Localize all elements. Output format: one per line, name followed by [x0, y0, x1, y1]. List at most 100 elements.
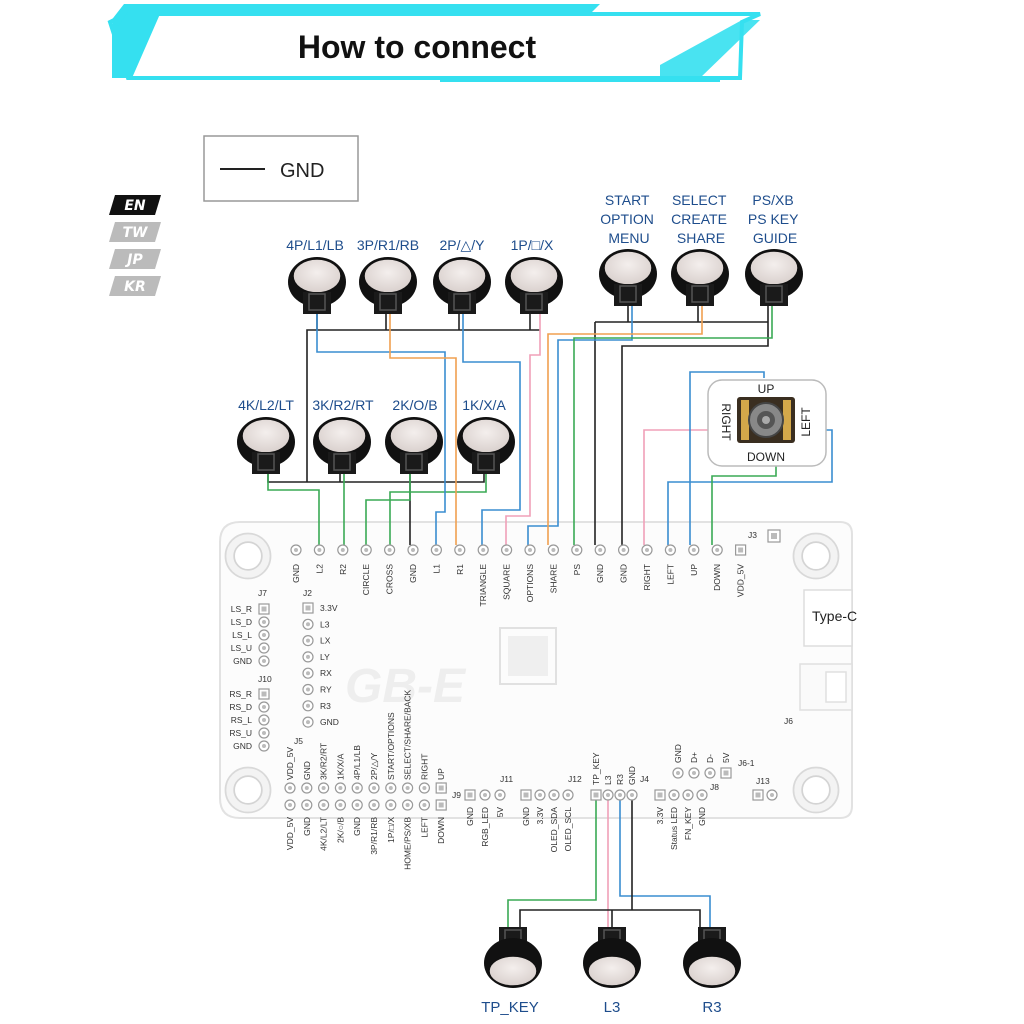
- pin-hole: [467, 792, 473, 798]
- pin-hole: [261, 691, 267, 697]
- pin-label: OLED_SDA: [549, 807, 559, 853]
- pin-label: GND: [465, 807, 475, 826]
- pin-label: 3.3V: [535, 807, 545, 825]
- pin-label: GND: [408, 564, 418, 583]
- pin-hole: [262, 620, 266, 624]
- language-tab-en[interactable]: EN: [109, 195, 161, 215]
- button-tp-key: TP_KEY: [481, 926, 543, 1016]
- svg-text:JP: JP: [124, 252, 143, 268]
- pin-label: CROSS: [385, 564, 395, 595]
- legend-label: GND: [280, 160, 324, 182]
- pin-hole: [715, 548, 720, 552]
- button-label: 4K/L2/LT: [238, 397, 294, 413]
- wire-cross: [389, 470, 487, 545]
- j3-connector: J3: [748, 529, 781, 543]
- pin-hole: [438, 785, 444, 791]
- pin-hole: [481, 548, 486, 552]
- pin-label: GND: [302, 817, 312, 836]
- button-2p-triangle-y: 2P/△/Y: [432, 237, 492, 315]
- wire-share: [547, 300, 703, 545]
- pin-label: UP: [689, 564, 699, 576]
- pin-label: DOWN: [712, 564, 722, 591]
- svg-text:J3: J3: [748, 530, 757, 540]
- pin-hole: [306, 720, 310, 725]
- button-l3: L3: [582, 926, 642, 1016]
- pin-hole: [306, 622, 310, 627]
- bottom-row-buttons: 4K/L2/LT 3K/R2/RT 2K/O/B 1K/X/A: [236, 397, 516, 475]
- pin-hole: [262, 705, 266, 709]
- pin-hole: [306, 671, 310, 676]
- pin-hole: [422, 803, 427, 807]
- joystick-right-label: RIGHT: [719, 403, 733, 441]
- svg-text:START OPTION M: START OPTION MENU: [600, 192, 658, 246]
- pin-label: LX: [320, 636, 331, 646]
- pin-hole: [294, 548, 298, 552]
- pin-label: FN_KEY: [683, 807, 693, 840]
- language-tab-jp[interactable]: JP: [109, 249, 161, 269]
- pin-label: LY: [320, 652, 330, 662]
- pin-hole: [618, 793, 622, 797]
- language-tab-kr[interactable]: KR: [109, 276, 161, 296]
- pin-label: HOME/PS/XB: [403, 817, 413, 870]
- pin-label: LS_L: [232, 630, 252, 640]
- pin-hole: [434, 548, 439, 552]
- pin-label: OPTIONS: [525, 564, 535, 603]
- button-r3: R3: [682, 926, 742, 1016]
- pin-hole: [388, 786, 393, 790]
- button-label: 3K/R2/RT: [312, 397, 374, 413]
- pin-label: L3: [320, 619, 330, 629]
- pin-label: LEFT: [665, 564, 675, 585]
- pin-label: START/OPTIONS: [386, 712, 396, 780]
- button-ps-xb-guide: PS/XB PS KEY GUIDE: [744, 192, 804, 307]
- pin-hole: [364, 548, 369, 552]
- wire-triangle: [462, 310, 521, 545]
- wire-r3: [619, 794, 711, 930]
- button-label: TP_KEY: [481, 999, 539, 1016]
- pin-hole: [504, 548, 509, 552]
- pin-hole: [593, 792, 599, 798]
- pin-label: GND: [352, 817, 362, 836]
- pin-label: LEFT: [419, 817, 429, 838]
- pin-label: GND: [320, 717, 339, 727]
- pin-label: R2: [338, 564, 348, 575]
- connector-label: J11: [500, 774, 513, 784]
- pin-label: 3K/R2/RT: [319, 743, 329, 780]
- top-row-buttons: 4P/L1/LB 3P/R1/RB 2P/△/Y 1P/□/X: [286, 237, 564, 315]
- header-banner: How to connect: [107, 4, 761, 82]
- svg-text:EN: EN: [124, 198, 146, 214]
- pin-label: L2: [314, 564, 324, 574]
- pin-label: RIGHT: [642, 564, 652, 590]
- pin-hole: [411, 548, 415, 552]
- pin-hole: [338, 803, 343, 807]
- function-buttons: START OPTION MENU SELECT CREATE SHARE PS…: [598, 192, 804, 307]
- pin-label: PS: [572, 564, 582, 576]
- page-title: How to connect: [298, 29, 537, 65]
- pcb-board: GB-E: [219, 521, 853, 819]
- j13-label: J13: [756, 776, 770, 786]
- pin-hole: [317, 548, 322, 552]
- pin-hole: [755, 792, 761, 798]
- pin-label: L1: [431, 564, 441, 574]
- joystick: UP DOWN RIGHT LEFT: [707, 379, 827, 467]
- pin-label: VDD_5V: [285, 747, 295, 780]
- pin-hole: [405, 786, 410, 790]
- pin-label: LS_D: [231, 617, 252, 627]
- connector-label: J4: [640, 774, 649, 784]
- pin-hole: [645, 548, 649, 552]
- pin-label: R3: [615, 774, 625, 785]
- pin-hole: [483, 793, 487, 797]
- pin-label: D-: [705, 754, 715, 763]
- pin-label: VDD_5V: [736, 564, 746, 597]
- pin-hole: [672, 793, 676, 797]
- language-tab-tw[interactable]: TW: [109, 222, 161, 242]
- pin-hole: [552, 793, 556, 797]
- pin-hole: [262, 744, 266, 748]
- pin-hole: [305, 605, 311, 611]
- pin-hole: [338, 786, 343, 790]
- button-label: 3P/R1/RB: [357, 237, 419, 253]
- button-label: 1K/X/A: [462, 397, 506, 413]
- pin-hole: [700, 793, 704, 797]
- pin-label: GND: [233, 656, 252, 666]
